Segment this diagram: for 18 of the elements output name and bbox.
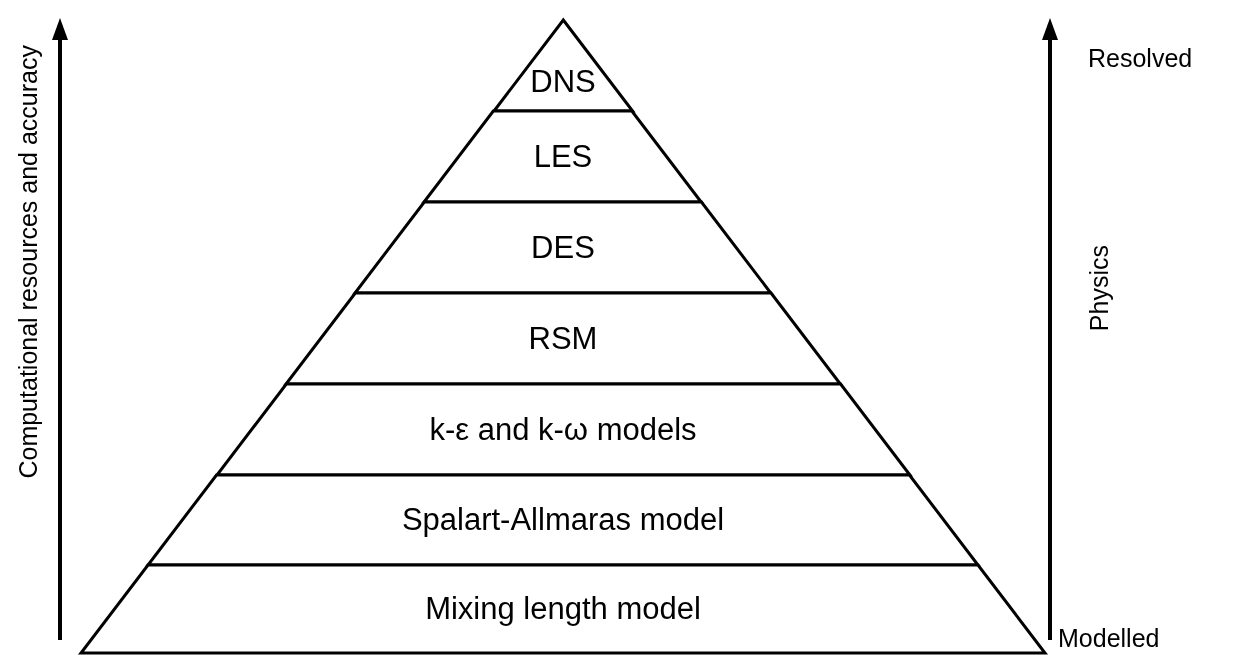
pyramid-tier [424,111,702,202]
pyramid-tier [285,293,841,384]
pyramid-tier [216,384,910,475]
axis-label: Physics [1085,245,1114,332]
tier-label: DNS [529,64,597,100]
tier-label: LES [532,138,594,175]
pyramid-tier [355,202,771,293]
tier-label: Mixing length model [424,591,702,627]
pyramid-apex [493,20,633,111]
axis-label: Computational resources and accuracy [14,45,43,479]
pyramid-tier [148,475,978,565]
tier-label: Spalart-Allmaras model [400,502,726,538]
axis-label: Modelled [1058,624,1160,653]
tier-label: k-ε and k-ω models [428,411,698,448]
tier-label: RSM [527,320,599,357]
tier-label: DES [530,229,596,266]
pyramid-tier [81,565,1045,653]
axis-label: Resolved [1088,44,1193,73]
